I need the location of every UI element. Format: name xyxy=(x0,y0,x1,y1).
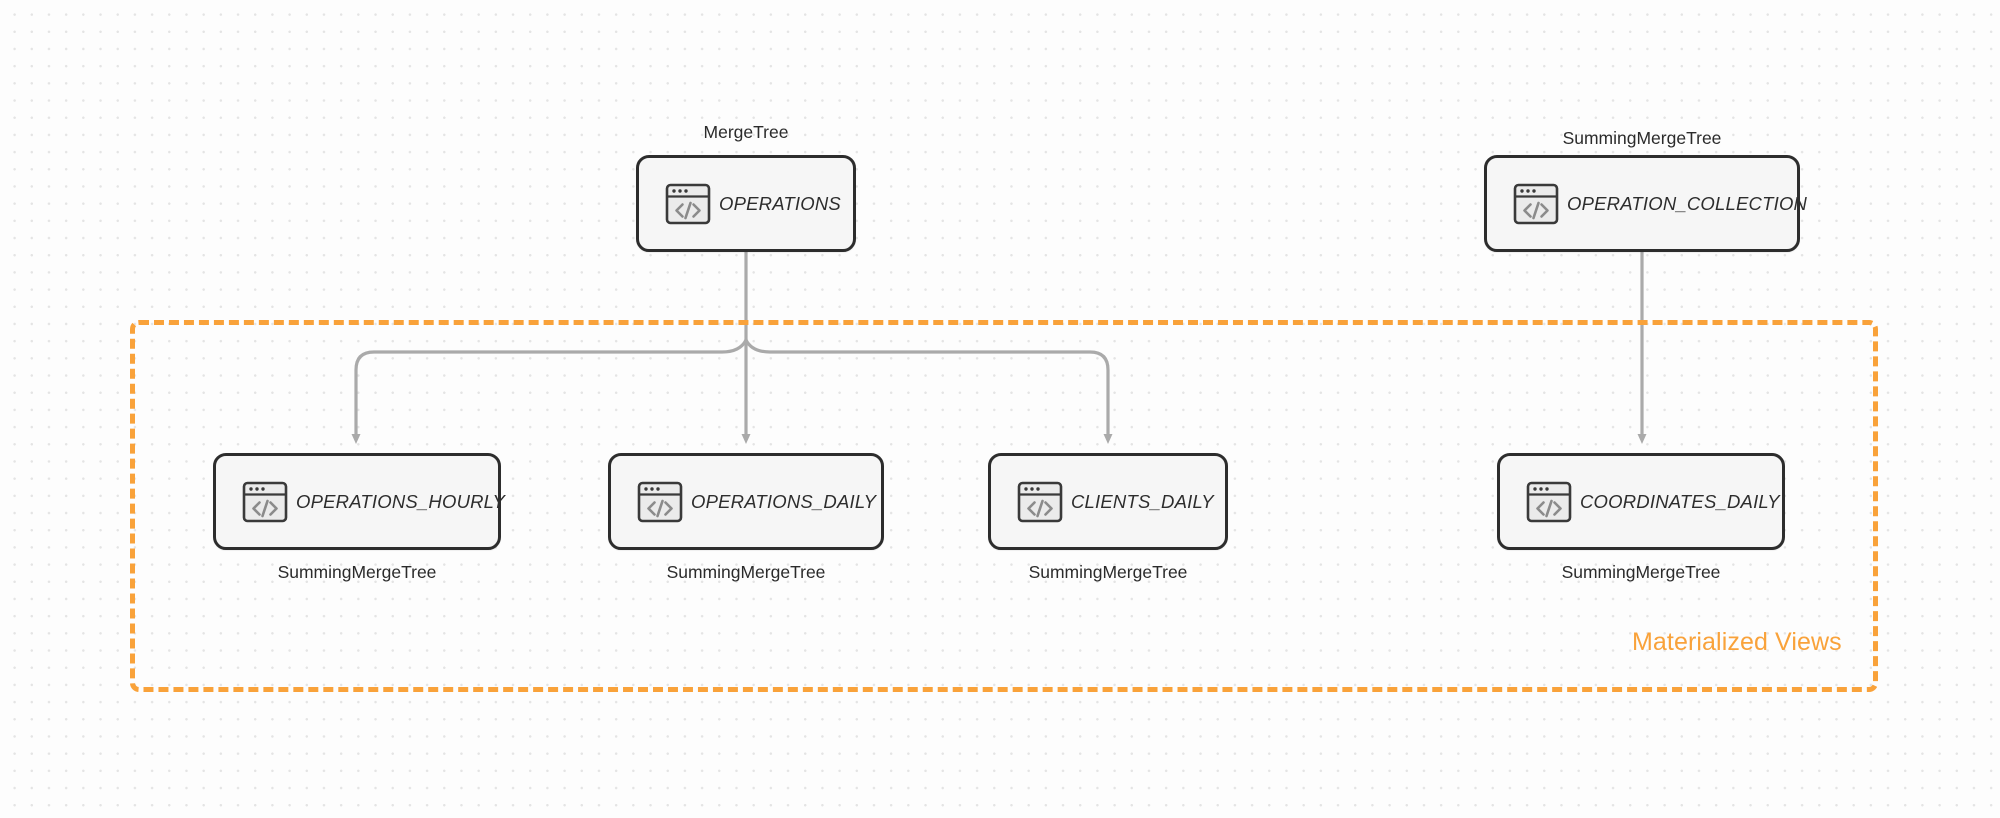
caption-clients-daily: SummingMergeTree xyxy=(1028,562,1188,582)
node-operations-hourly[interactable]: OPERATIONS_HOURLY xyxy=(213,453,505,550)
code-window-icon xyxy=(242,481,288,522)
node-title-clients-daily: CLIENTS_DAILY xyxy=(1071,490,1214,512)
caption-operation-collection: SummingMergeTree xyxy=(1562,128,1722,148)
code-window-icon xyxy=(665,183,711,224)
node-title-operations-hourly: OPERATIONS_HOURLY xyxy=(296,490,506,512)
node-title-operation-collection: OPERATION_COLLECTION xyxy=(1567,192,1808,214)
node-coordinates-daily[interactable]: COORDINATES_DAILY xyxy=(1497,453,1785,550)
caption-operations: MergeTree xyxy=(703,122,789,142)
node-title-operations-daily: OPERATIONS_DAILY xyxy=(691,490,877,512)
node-title-coordinates-daily: COORDINATES_DAILY xyxy=(1580,490,1780,512)
materialized-views-label: Materialized Views xyxy=(1632,628,1842,656)
node-clients-daily[interactable]: CLIENTS_DAILY xyxy=(988,453,1228,550)
materialized-views-group[interactable] xyxy=(130,320,1878,692)
node-operation-collection[interactable]: OPERATION_COLLECTION xyxy=(1484,155,1807,252)
code-window-icon xyxy=(637,481,683,522)
code-window-icon xyxy=(1526,481,1572,522)
node-operations[interactable]: OPERATIONS xyxy=(636,155,856,252)
node-title-operations: OPERATIONS xyxy=(719,192,841,214)
caption-operations-daily: SummingMergeTree xyxy=(666,562,826,582)
code-window-icon xyxy=(1017,481,1063,522)
caption-operations-hourly: SummingMergeTree xyxy=(277,562,437,582)
code-window-icon xyxy=(1513,183,1559,224)
node-operations-daily[interactable]: OPERATIONS_DAILY xyxy=(608,453,884,550)
caption-coordinates-daily: SummingMergeTree xyxy=(1561,562,1721,582)
